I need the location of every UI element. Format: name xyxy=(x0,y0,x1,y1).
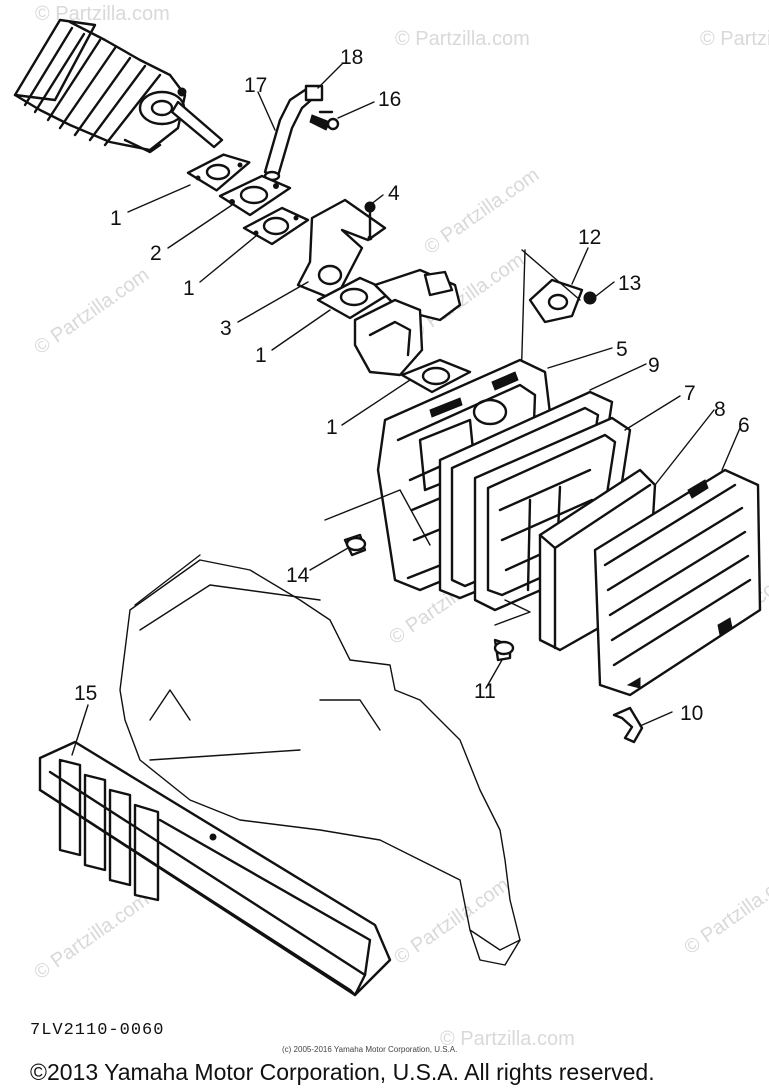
callout-label: 13 xyxy=(618,272,641,295)
callout-labels: 1 2 1 3 1 1 4 5 6 7 8 9 10 11 12 13 14 1… xyxy=(74,46,750,725)
callout-label: 9 xyxy=(648,354,660,377)
callout-label: 3 xyxy=(220,317,232,340)
engine-outline-drawing xyxy=(119,554,521,966)
callout-label: 7 xyxy=(684,382,696,405)
callout-label: 16 xyxy=(378,88,401,111)
breather-hose-drawing xyxy=(263,84,340,182)
watermark: © Partzilla.com xyxy=(30,264,153,359)
callout-label: 1 xyxy=(110,207,122,230)
watermark: © Partzilla.com xyxy=(680,864,769,959)
watermark: © Partzilla.com xyxy=(35,3,170,25)
side-cover-drawing xyxy=(38,740,392,997)
callout-label: 10 xyxy=(680,702,703,725)
watermark: © Partzilla.com xyxy=(395,28,530,50)
watermark: © Partzilla.com xyxy=(30,889,153,984)
callout-label: 5 xyxy=(616,338,628,361)
callout-label: 11 xyxy=(474,680,496,703)
small-parts-drawing xyxy=(343,533,644,744)
drawing-code: 7LV2110-0060 xyxy=(30,1021,164,1040)
callout-label: 18 xyxy=(340,46,363,69)
bracket-drawing xyxy=(296,198,387,302)
copyright-notice: ©2013 Yamaha Motor Corporation, U.S.A. A… xyxy=(30,1059,655,1085)
watermark: © Partzilla.com xyxy=(420,164,543,259)
callout-label: 12 xyxy=(578,226,601,249)
callout-label: 2 xyxy=(150,242,162,265)
callout-label: 1 xyxy=(255,344,267,367)
callout-label: 6 xyxy=(738,414,750,437)
gasket-set-drawing xyxy=(186,153,310,246)
callout-label: 8 xyxy=(714,398,726,421)
fine-print: (c) 2005-2016 Yamaha Motor Corporation, … xyxy=(282,1045,457,1054)
callout-label: 17 xyxy=(244,74,267,97)
callout-label: 4 xyxy=(388,182,400,205)
callout-label: 1 xyxy=(326,416,338,439)
watermark: © Partzilla.com xyxy=(390,874,513,969)
air-cleaner-cover-drawing xyxy=(593,468,762,697)
watermark: © Partzilla.com xyxy=(440,1028,575,1050)
leader-lines xyxy=(71,63,741,756)
callout-label: 15 xyxy=(74,682,97,705)
carburetor-drawing xyxy=(316,268,472,394)
callout-label: 14 xyxy=(286,564,310,587)
cylinder-head-drawing xyxy=(13,18,224,154)
watermark: © Partzilla.com xyxy=(700,28,769,50)
callout-label: 1 xyxy=(183,277,195,300)
